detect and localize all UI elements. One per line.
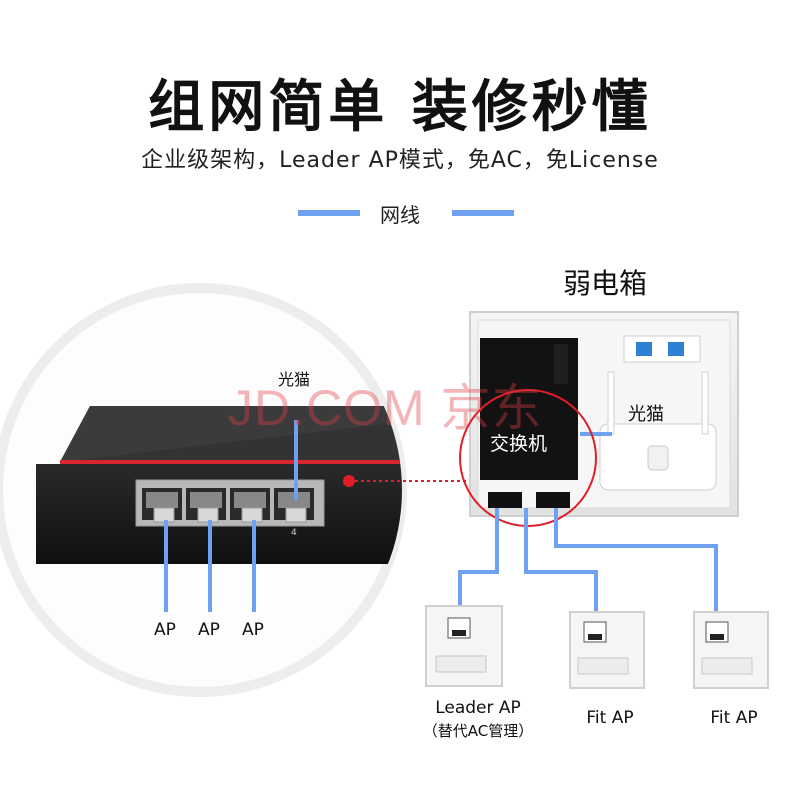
- cable-leader-ap: [458, 508, 499, 620]
- leader-ap-note: （替代AC管理）: [422, 722, 534, 740]
- cabinet-modem-label: 光猫: [628, 404, 664, 425]
- cable-fit-ap-2: [554, 508, 718, 620]
- leader-ap-name: Leader AP: [435, 698, 521, 718]
- ap-device-fit-1: [569, 611, 645, 689]
- switch-red-stripe: [60, 460, 402, 465]
- fit-ap-name-2: Fit AP: [710, 708, 758, 728]
- port-number-label: 4: [291, 528, 297, 538]
- closeup-ap-label-2: AP: [198, 620, 220, 640]
- cabinet-switch-label: 交换机: [490, 433, 548, 455]
- cabinet-port-1: [488, 492, 522, 508]
- switch-closeup: [36, 406, 402, 612]
- fit-ap-name-1: Fit AP: [586, 708, 634, 728]
- modem-label-closeup: 光猫: [278, 370, 311, 389]
- headline: 组网简单 装修秒懂: [148, 75, 652, 140]
- ap-device-fit-2: [693, 611, 769, 689]
- closeup-ap-label-1: AP: [154, 620, 176, 640]
- subheadline: 企业级架构，Leader AP模式，免AC，免License: [141, 148, 659, 173]
- cabinet-port-2: [536, 492, 570, 508]
- jd-watermark: JD.COM 京东: [228, 380, 543, 436]
- closeup-ap-label-3: AP: [242, 620, 264, 640]
- cable-fit-ap-1: [524, 508, 598, 620]
- legend-label: 网线: [380, 203, 420, 227]
- legend-line-right: [452, 210, 514, 216]
- indicator-dot: [343, 475, 355, 487]
- ap-device-leader: [425, 605, 503, 687]
- cabinet-modem: [599, 335, 717, 491]
- cabinet-title: 弱电箱: [562, 267, 647, 300]
- legend-line-left: [298, 210, 360, 216]
